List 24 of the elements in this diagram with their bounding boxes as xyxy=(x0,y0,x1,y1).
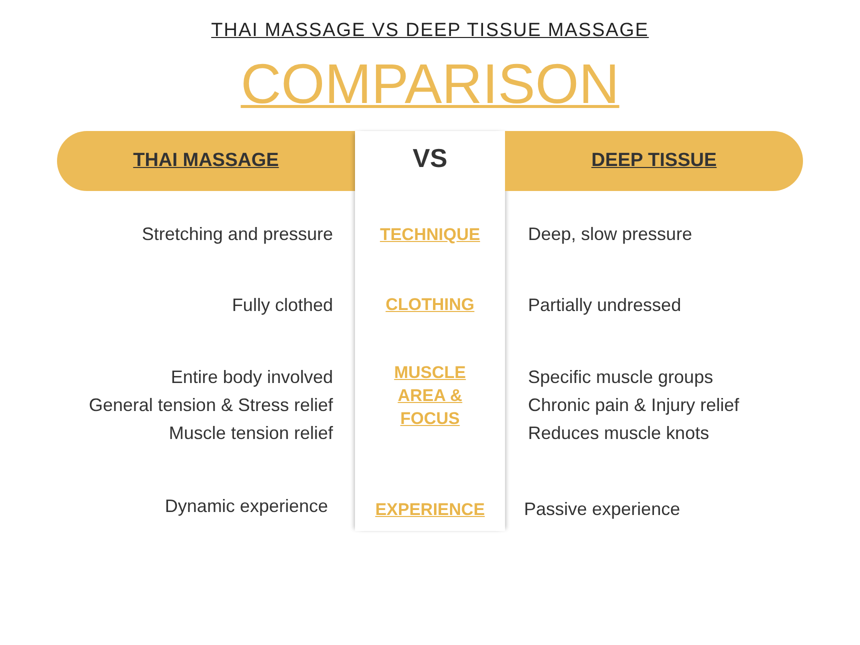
comparison-text: Reduces muscle knots xyxy=(528,423,710,444)
header-band xyxy=(505,131,803,191)
title: THAI MASSAGE VS DEEP TISSUE MASSAGE xyxy=(210,20,650,42)
comparison-text: Deep, slow pressure xyxy=(528,224,692,245)
row-heading: MUSCLE AREA & FOCUS xyxy=(393,362,467,430)
versus-text: VS xyxy=(412,143,448,174)
comparison-text: Muscle tension relief xyxy=(168,423,333,444)
comparison-text: Stretching and pressure xyxy=(142,224,333,245)
comparison-text: Partially undressed xyxy=(528,295,682,316)
comparison-text: Specific muscle groups xyxy=(528,367,714,388)
comparison-text: Fully clothed xyxy=(232,295,333,316)
center-column xyxy=(355,131,505,531)
row-heading: TECHNIQUE xyxy=(378,225,482,245)
header-text: DEEP TISSUE xyxy=(591,150,717,172)
comparison-text: General tension & Stress relief xyxy=(88,395,333,416)
comparison-text: Passive experience xyxy=(524,499,680,520)
heading-text: COMPARISON xyxy=(240,52,620,116)
comparison-text: Entire body involved xyxy=(170,367,333,388)
row-heading: CLOTHING xyxy=(384,295,476,315)
row-heading: EXPERIENCE xyxy=(374,500,486,520)
comparison-text: Dynamic experience xyxy=(164,496,328,517)
header-band xyxy=(57,131,355,191)
header-text: THAI MASSAGE xyxy=(133,150,279,172)
comparison-text: Chronic pain & Injury relief xyxy=(528,395,740,416)
